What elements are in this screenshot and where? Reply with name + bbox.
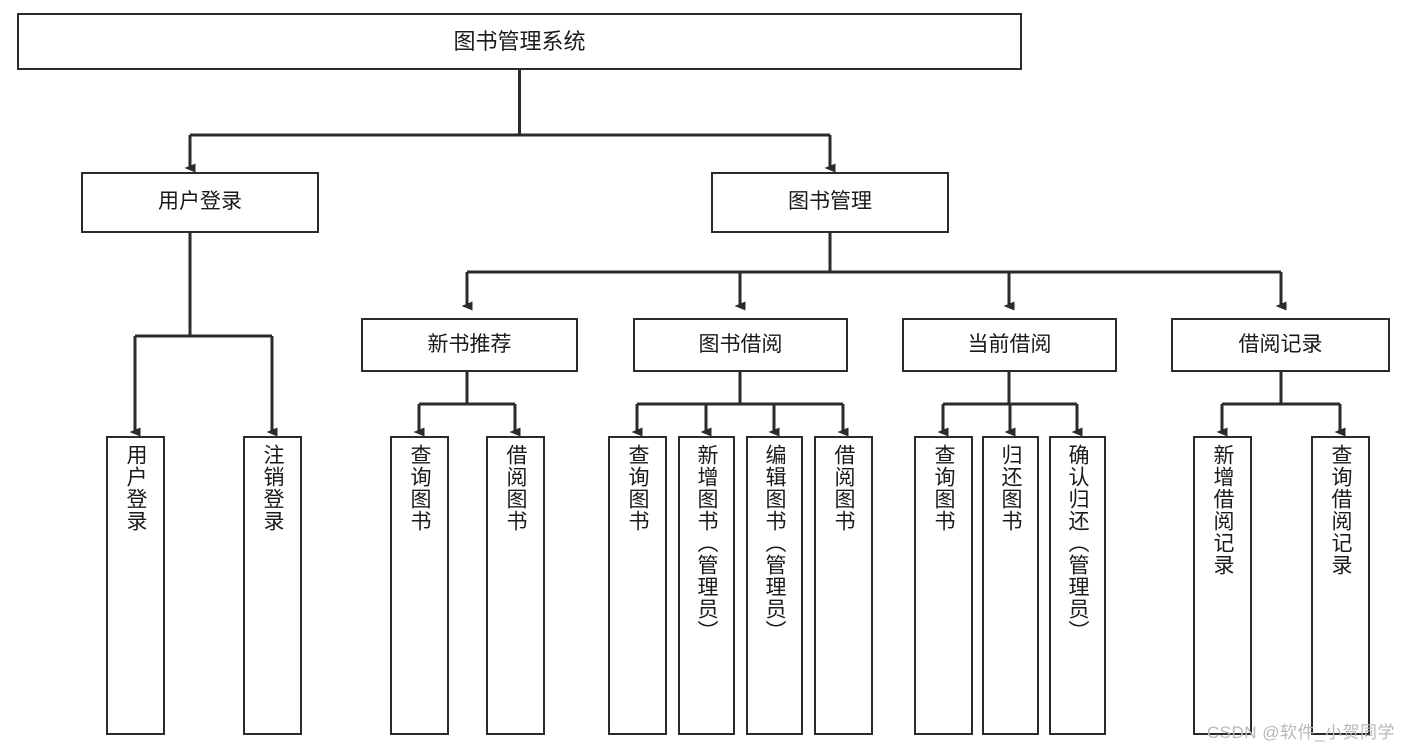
- node-book-manage-label: 图书管理: [788, 190, 872, 214]
- node-leaf-borrow-book-1[interactable]: 借阅图书: [486, 436, 545, 735]
- node-borrow-record-label: 借阅记录: [1238, 332, 1323, 356]
- node-current-borrow-label: 当前借阅: [967, 332, 1052, 356]
- node-leaf-logout-login[interactable]: 注销登录: [243, 436, 302, 735]
- node-book-borrow[interactable]: 图书借阅: [633, 318, 848, 372]
- node-leaf-query-borrow-record[interactable]: 查询借阅记录: [1311, 436, 1370, 735]
- node-leaf-query-book-3-label: 查询图书: [932, 444, 955, 532]
- node-current-borrow[interactable]: 当前借阅: [902, 318, 1117, 372]
- node-root-system[interactable]: 图书管理系统: [17, 13, 1022, 70]
- node-leaf-confirm-return-admin[interactable]: 确认归还（管理员）: [1049, 436, 1106, 735]
- node-leaf-add-book-admin[interactable]: 新增图书（管理员）: [678, 436, 735, 735]
- node-leaf-user-login-label: 用户登录: [124, 444, 147, 532]
- node-user-login-label: 用户登录: [158, 190, 242, 214]
- node-leaf-borrow-book-2-label: 借阅图书: [832, 444, 855, 532]
- node-leaf-add-borrow-record-label: 新增借阅记录: [1211, 444, 1234, 576]
- node-leaf-query-book-2[interactable]: 查询图书: [608, 436, 667, 735]
- node-leaf-borrow-book-2[interactable]: 借阅图书: [814, 436, 873, 735]
- node-leaf-query-book-2-label: 查询图书: [626, 444, 649, 532]
- node-book-manage[interactable]: 图书管理: [711, 172, 949, 233]
- node-leaf-query-book-3[interactable]: 查询图书: [914, 436, 973, 735]
- node-leaf-query-book-1[interactable]: 查询图书: [390, 436, 449, 735]
- node-leaf-return-book-label: 归还图书: [999, 444, 1022, 532]
- node-leaf-add-borrow-record[interactable]: 新增借阅记录: [1193, 436, 1252, 735]
- node-leaf-add-book-admin-label: 新增图书（管理员）: [695, 444, 718, 642]
- node-book-borrow-label: 图书借阅: [698, 332, 783, 356]
- node-leaf-confirm-return-admin-label: 确认归还（管理员）: [1066, 444, 1089, 642]
- node-leaf-edit-book-admin[interactable]: 编辑图书（管理员）: [746, 436, 803, 735]
- node-leaf-borrow-book-1-label: 借阅图书: [504, 444, 527, 532]
- node-leaf-logout-login-label: 注销登录: [261, 444, 284, 532]
- csdn-watermark: CSDN @软件_小贺同学: [1206, 723, 1395, 742]
- node-leaf-edit-book-admin-label: 编辑图书（管理员）: [763, 444, 786, 642]
- node-leaf-query-borrow-record-label: 查询借阅记录: [1329, 444, 1352, 576]
- node-borrow-record[interactable]: 借阅记录: [1171, 318, 1390, 372]
- node-leaf-return-book[interactable]: 归还图书: [982, 436, 1039, 735]
- node-new-book-recommend-label: 新书推荐: [427, 332, 512, 356]
- node-leaf-query-book-1-label: 查询图书: [408, 444, 431, 532]
- node-root-system-label: 图书管理系统: [453, 28, 586, 54]
- node-leaf-user-login[interactable]: 用户登录: [106, 436, 165, 735]
- node-new-book-recommend[interactable]: 新书推荐: [361, 318, 578, 372]
- node-user-login[interactable]: 用户登录: [81, 172, 319, 233]
